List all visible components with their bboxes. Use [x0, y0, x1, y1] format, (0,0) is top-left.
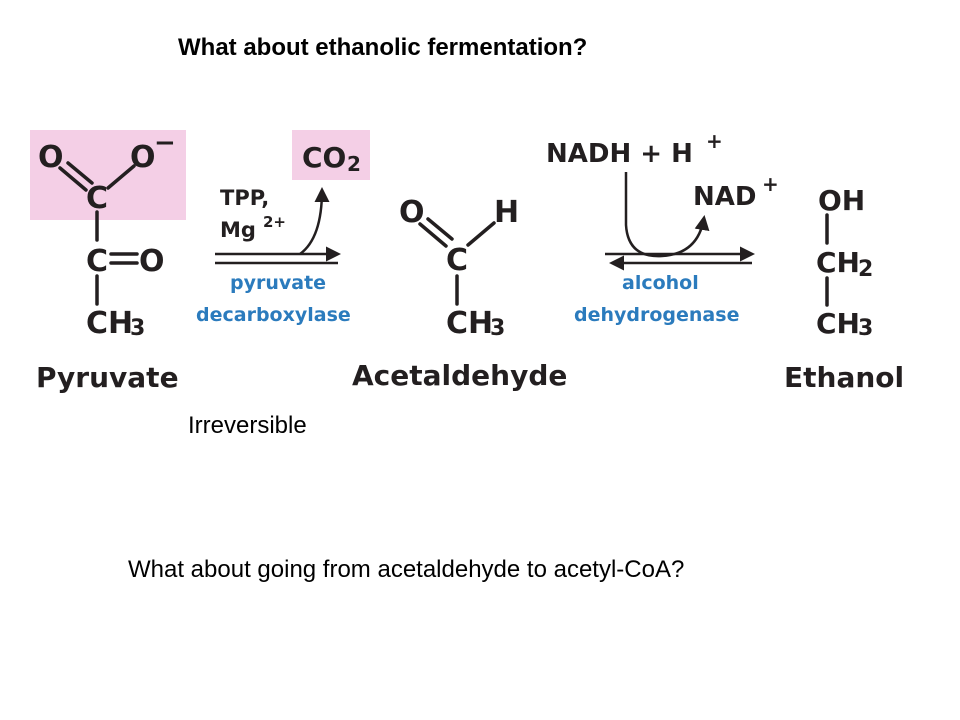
acetyl-coa-question: What about going from acetaldehyde to ac… [128, 556, 685, 583]
acetaldehyde-ch-bond [466, 221, 496, 247]
enzyme-pyruvate: pyruvate [230, 272, 326, 294]
pyruvate-negative-charge: − [154, 128, 176, 158]
irreversible-note: Irreversible [188, 412, 307, 439]
nadh-cofactor-arrow [624, 172, 710, 258]
acetaldehyde-hydrogen: H [494, 195, 519, 230]
enzyme-dehydrogenase: dehydrogenase [574, 304, 739, 326]
pyruvate-o2: O [130, 140, 156, 175]
acetaldehyde-carbon: C [446, 243, 468, 278]
ethanol-methyl: CH [816, 307, 860, 340]
pyruvate-label: Pyruvate [36, 361, 179, 394]
nad-product-charge: + [762, 172, 779, 196]
acetaldehyde-label: Acetaldehyde [352, 359, 567, 392]
pyruvate-carboxyl-highlight [30, 130, 186, 220]
acetaldehyde-methyl: CH [446, 306, 493, 341]
nadh-reactant: NADH + H [546, 139, 693, 169]
step2-reduction: NADH + H + NAD + alcohol dehydrogenase [546, 129, 779, 326]
nad-product: NAD [693, 182, 756, 212]
enzyme-decarboxylase: decarboxylase [196, 304, 351, 326]
pyruvate-methyl-subscript: 3 [130, 316, 145, 341]
pyruvate-carboxyl-carbon: C [86, 181, 108, 216]
pyruvate-structure: O O − C C O CH 3 Pyruvate [36, 128, 179, 394]
ethanol-hydroxyl: OH [818, 184, 865, 217]
cofactor-tpp: TPP, [220, 186, 269, 210]
pyruvate-methyl: CH [86, 306, 133, 341]
co2-highlight [292, 130, 370, 180]
ethanol-methyl-subscript: 3 [858, 316, 873, 341]
ethanol-methylene-subscript: 2 [858, 257, 873, 282]
pyruvate-double-bond-a [58, 166, 88, 192]
pyruvate-single-bond [106, 164, 136, 190]
enzyme-alcohol: alcohol [622, 272, 699, 294]
cofactor-mg-charge: 2+ [263, 213, 286, 231]
slide-title: What about ethanolic fermentation? [178, 34, 588, 61]
acetaldehyde-double-bond-a [418, 222, 448, 248]
cofactor-mg: Mg [220, 218, 256, 242]
pyruvate-double-bond-b [66, 161, 94, 185]
co2-release-arrow [299, 187, 330, 256]
ethanol-structure: OH CH 2 CH 3 Ethanol [784, 184, 904, 394]
acetaldehyde-methyl-subscript: 3 [490, 316, 505, 341]
pyruvate-keto-carbon: C [86, 244, 108, 279]
ethanol-label: Ethanol [784, 361, 904, 394]
acetaldehyde-double-bond-b [426, 217, 454, 241]
step1-decarboxylation: CO 2 TPP, Mg 2+ pyruvate decarboxylase [196, 141, 361, 326]
co2-subscript: 2 [347, 152, 361, 176]
co2-label: CO [302, 141, 346, 174]
nadh-proton-charge: + [706, 129, 723, 153]
ethanol-methylene: CH [816, 246, 860, 279]
acetaldehyde-structure: O H C CH 3 Acetaldehyde [352, 195, 567, 392]
pyruvate-keto-oxygen: O [139, 244, 165, 279]
